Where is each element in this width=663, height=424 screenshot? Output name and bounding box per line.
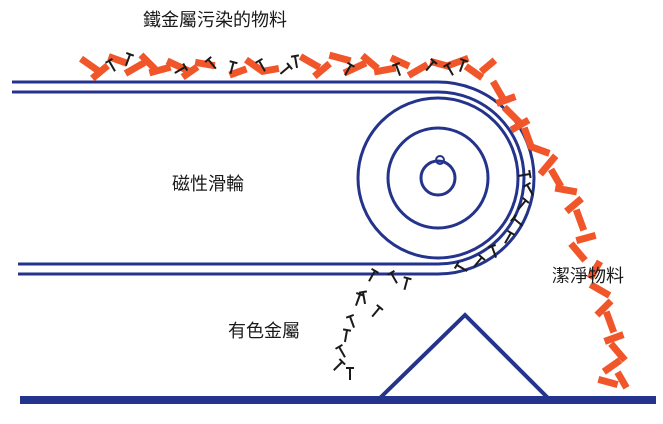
ferrous-metal-piece — [255, 57, 266, 72]
material-chip — [312, 60, 332, 80]
ferrous-metal-piece — [517, 197, 530, 211]
material-chip — [547, 167, 565, 189]
material-chip — [601, 357, 623, 375]
material-chip — [406, 61, 430, 79]
ferrous-metal-piece — [290, 54, 300, 69]
ferrous-metal-piece — [344, 61, 355, 76]
magnetic-pulley — [356, 96, 520, 260]
material-chip — [165, 57, 191, 75]
ferrous-metal-pieces — [105, 52, 534, 272]
material-chip — [360, 52, 380, 72]
material-chip — [529, 143, 551, 157]
ferrous-metal-piece — [125, 52, 135, 66]
material-chip — [463, 63, 485, 81]
ferrous-metal-piece — [487, 244, 497, 258]
ferrous-metal-piece — [443, 61, 454, 76]
ferrous-metal-piece — [229, 60, 238, 75]
ferrous-metal-piece — [504, 229, 515, 244]
ferrous-metal-piece — [459, 58, 469, 72]
ground-line — [20, 396, 656, 404]
material-chip — [554, 184, 578, 196]
contaminated-material-label: 鐵金屬污染的物料 — [143, 10, 287, 31]
nonferrous-metal-piece — [371, 304, 384, 318]
material-chip — [489, 79, 507, 101]
material-chip — [342, 59, 368, 77]
material-chip — [243, 56, 267, 76]
nonferrous-metal-piece — [403, 276, 412, 291]
nonferrous-metal-piece — [335, 343, 346, 358]
ferrous-metal-piece — [174, 63, 189, 74]
material-chip — [148, 63, 172, 77]
nonferrous-metal-piece — [358, 290, 368, 305]
material-chip — [501, 104, 523, 126]
ferrous-metal-piece — [453, 261, 468, 272]
material-chip — [389, 54, 411, 70]
ferrous-metal-piece — [510, 214, 524, 227]
nonferrous-metal-piece — [346, 367, 354, 380]
material-chip — [602, 310, 618, 334]
ferrous-metal-piece — [105, 57, 116, 72]
nonferrous-metal-pieces — [333, 267, 412, 380]
material-chip — [537, 153, 559, 177]
material-chip — [328, 51, 352, 65]
material-chip — [298, 53, 322, 71]
material-chip — [564, 195, 584, 215]
nonferrous-metal-piece — [345, 314, 355, 328]
material-chip — [78, 55, 102, 75]
ferrous-metal-piece — [391, 62, 401, 76]
nonferrous-metal-label: 有色金屬 — [228, 321, 300, 342]
nonferrous-metal-piece — [368, 267, 379, 282]
ferrous-metal-piece — [473, 254, 486, 268]
conveyor-belt — [12, 80, 536, 276]
nonferrous-metal-piece — [333, 358, 346, 371]
material-chip — [138, 52, 158, 72]
material-chip — [260, 64, 280, 76]
material-chip — [586, 259, 604, 281]
clean-material-label: 潔淨物料 — [552, 266, 624, 287]
material-chip — [107, 53, 129, 67]
material-chip — [373, 64, 397, 76]
material-chip — [446, 54, 470, 70]
material-chip — [478, 57, 498, 75]
nonferrous-metal-piece — [342, 328, 352, 343]
material-chip — [575, 232, 597, 244]
magnetic-pulley-label: 磁性滑輪 — [172, 174, 244, 195]
material-stream — [78, 51, 630, 390]
material-chip — [614, 370, 630, 390]
ferrous-metal-piece — [204, 56, 217, 70]
separator-divider — [378, 312, 550, 400]
material-chip — [123, 59, 147, 77]
nonferrous-metal-piece — [387, 269, 398, 284]
material-chip — [568, 241, 588, 263]
nonferrous-metal-piece — [355, 292, 365, 306]
material-chip — [228, 65, 248, 79]
material-chip — [520, 126, 536, 150]
material-chip — [90, 62, 110, 82]
material-chip — [572, 208, 588, 232]
ferrous-metal-piece — [523, 181, 534, 196]
material-chip — [509, 116, 531, 134]
ferrous-metal-piece — [517, 169, 532, 179]
material-chip — [608, 341, 628, 363]
material-chip — [180, 63, 200, 81]
material-chip — [594, 298, 614, 318]
material-chip — [495, 93, 517, 107]
material-chip — [603, 331, 625, 345]
material-chip — [597, 376, 619, 388]
ferrous-metal-piece — [425, 58, 438, 72]
ferrous-metal-piece — [279, 62, 293, 75]
material-chip — [588, 281, 612, 299]
